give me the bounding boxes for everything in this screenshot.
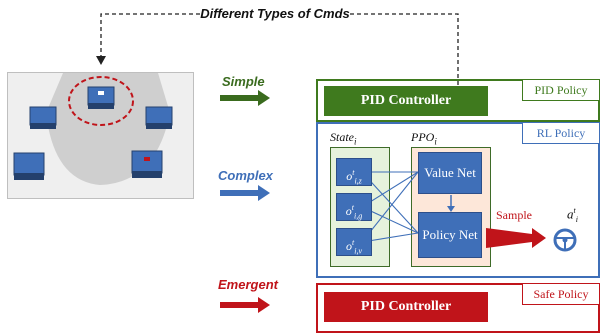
mode-emergent-label: Emergent <box>218 277 278 292</box>
robot-center <box>87 86 115 109</box>
obs-g-box: oti,g <box>336 193 372 221</box>
robot-left-bottom <box>13 152 45 180</box>
rl-policy-tag: RL Policy <box>522 122 600 144</box>
complex-arrow <box>220 185 270 201</box>
cmd-feedback-lines <box>96 13 459 85</box>
value-net-box: Value Net <box>418 152 482 194</box>
pid-controller-box: PID Controller <box>324 86 488 116</box>
robot-right-top <box>145 106 173 129</box>
robot-right-bottom <box>131 150 163 178</box>
mode-simple-label: Simple <box>222 74 265 89</box>
state-label: Statei <box>330 130 357 147</box>
robot-left-top <box>29 106 57 129</box>
safe-policy-tag: Safe Policy <box>522 283 600 305</box>
pid-policy-tag: PID Policy <box>522 79 600 101</box>
mode-complex-label: Complex <box>218 168 273 183</box>
cmd-types-label: Different Types of Cmds <box>200 4 350 24</box>
ppo-label: PPOi <box>411 130 437 147</box>
action-label: ati <box>567 206 578 224</box>
robot-scene-illustration <box>8 73 193 198</box>
rl-policy-panel <box>316 122 600 278</box>
obs-z-box: oti,z <box>336 158 372 186</box>
emergent-arrow <box>220 297 270 313</box>
obs-v-box: oti,v <box>336 228 372 256</box>
steering-wheel-icon <box>553 228 577 252</box>
safe-pid-controller-box: PID Controller <box>324 292 488 322</box>
simple-arrow <box>220 90 270 106</box>
policy-net-box: Policy Net <box>418 212 482 258</box>
robot-scene-image <box>7 72 194 199</box>
sample-label: Sample <box>496 208 532 222</box>
